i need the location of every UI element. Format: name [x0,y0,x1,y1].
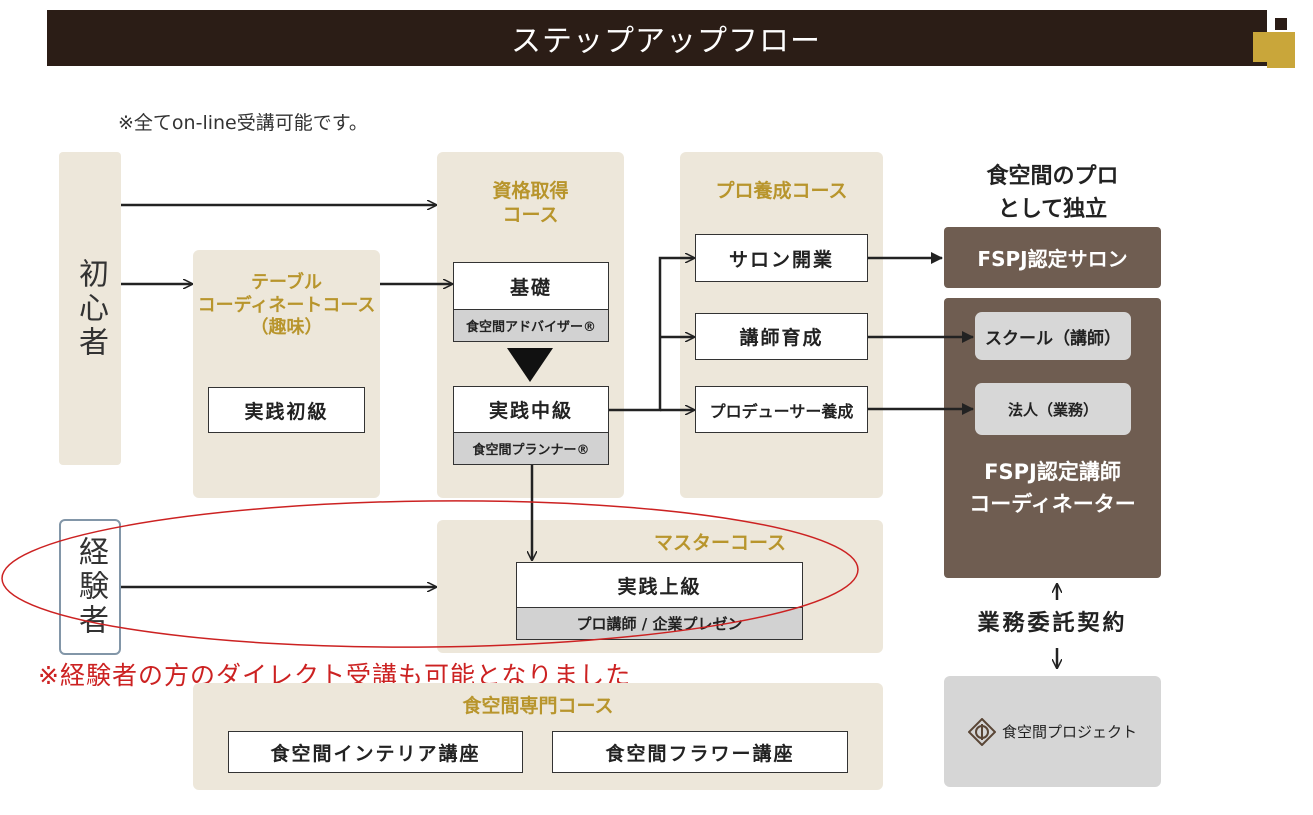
pro-course-title: プロ養成コース [715,180,848,202]
down-triangle-icon [507,348,553,382]
producer-training-box: プロデューサー養成 [695,386,868,433]
fspj-salon-box: FSPJ認定サロン [944,227,1161,288]
qualification-title-1: 資格取得 [492,180,569,202]
practice-advanced-box: 実践上級 [516,562,803,608]
corporate-pill: 法人（業務） [975,383,1131,435]
food-space-planner-label: 食空間プランナー® [453,433,609,465]
online-note: ※全てon-line受講可能です。 [118,112,368,134]
practice-beginner-box: 実践初級 [208,387,365,433]
experienced-label: 経験者 [59,519,121,655]
project-label: 食空間プロジェクト [1001,723,1137,741]
arrow-to-salon-opening [609,258,694,412]
practice-intermediate-box: 実践中級 [453,386,609,433]
header-bar: ステップアップフロー [47,10,1295,68]
project-box: 食空間プロジェクト [944,676,1161,787]
contract-label: 業務委託契約 [977,611,1128,636]
interior-course-box: 食空間インテリア講座 [228,731,523,773]
fspj-lecturer-line1: FSPJ認定講師 [984,460,1121,484]
fspj-lecturer-label: FSPJ認定講師 コーディネーター [944,456,1161,520]
specialty-course-title: 食空間専門コース [462,695,614,717]
basic-box: 基礎 [453,262,609,310]
fspj-lecturer-line2: コーディネーター [969,492,1136,516]
independence-heading-line2: として独立 [997,197,1108,222]
flow-arrows [121,205,1057,668]
highlight-ellipse [1,500,859,648]
salon-opening-box: サロン開業 [695,234,868,282]
master-course-title: マスターコース [653,532,787,554]
corner-decoration-icon [1253,10,1295,68]
independence-heading: 食空間のプロ として独立 [944,160,1161,226]
beginner-label: 初心者 [59,152,121,465]
school-lecturer-pill: スクール（講師） [975,312,1131,360]
table-course-title-1: テーブル [251,272,322,293]
independence-heading-line1: 食空間のプロ [986,164,1119,189]
page-title: ステップアップフロー [511,24,821,59]
food-space-adviser-label: 食空間アドバイザー® [453,310,609,342]
table-course-panel: テーブル コーディネートコース （趣味） [193,250,380,498]
qualification-title-2: コース [502,203,559,226]
lecturer-training-box: 講師育成 [695,313,868,360]
project-logo-icon [967,717,996,746]
pro-lecturer-presentation-label: プロ講師 / 企業プレゼン [516,608,803,640]
flower-course-box: 食空間フラワー講座 [552,731,848,773]
table-course-title-2: コーディネートコース [197,294,376,316]
table-course-title-3: （趣味） [250,317,323,338]
